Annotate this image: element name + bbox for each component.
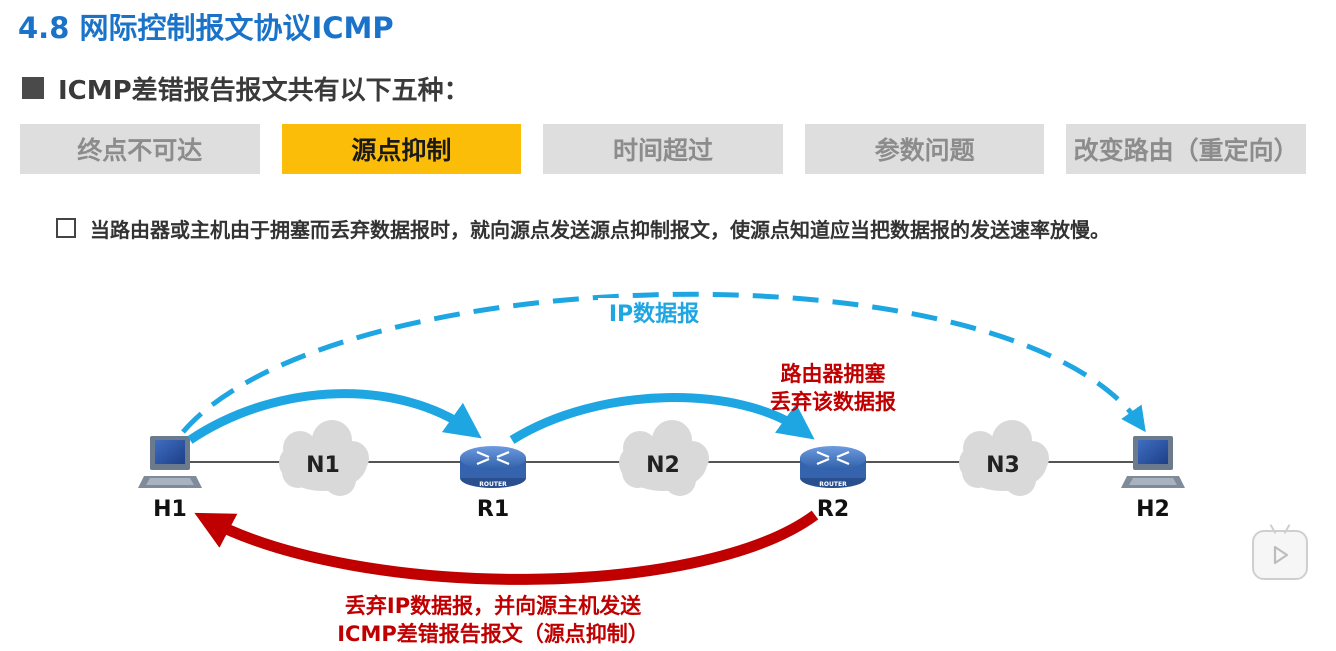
section-heading-text: ICMP差错报告报文共有以下五种： (58, 75, 470, 106)
return-label-line2: ICMP差错报告报文（源点抑制） (337, 622, 649, 646)
router-label-r1: R1 (477, 497, 509, 522)
host-label-h1: H1 (153, 497, 187, 522)
description-text: 当路由器或主机由于拥塞而丢弃数据报时，就向源点发送源点抑制报文，使源点知道应当把… (90, 217, 1110, 242)
router-arrows-icon (816, 450, 850, 466)
return-label-line1: 丢弃IP数据报，并向源主机发送 (345, 594, 642, 618)
source-quench-return-arrow (194, 510, 819, 585)
network-cloud-n1: N1 (279, 420, 369, 496)
tab-source-quench[interactable]: 源点抑制 (281, 124, 522, 174)
router-badge-r1: ROUTER (479, 481, 507, 488)
hop-arrow-r1-r2 (509, 393, 815, 444)
router-r2: ROUTER (800, 446, 866, 488)
section-heading: ICMP差错报告报文共有以下五种： (22, 70, 470, 106)
ip-datagram-path-arrow (181, 291, 1146, 434)
error-type-tabs: 终点不可达 源点抑制 时间超过 参数问题 改变路由（重定向） (20, 124, 1306, 174)
tab-parameter-problem[interactable]: 参数问题 (804, 124, 1045, 174)
congestion-label-line2: 丢弃该数据报 (770, 390, 896, 414)
host-computer-h1 (138, 436, 202, 488)
tab-redirect[interactable]: 改变路由（重定向） (1066, 124, 1306, 174)
checkbox-icon (56, 218, 76, 238)
host-computer-h2 (1121, 436, 1185, 488)
page-title: 4.8 网际控制报文协议ICMP (18, 11, 394, 45)
router-badge-r2: ROUTER (819, 481, 847, 488)
tab-time-exceeded[interactable]: 时间超过 (543, 124, 783, 174)
router-r1: ROUTER (460, 446, 526, 488)
ip-datagram-label-bg (598, 298, 710, 328)
network-label-n2: N2 (646, 453, 680, 478)
network-label-n3: N3 (986, 453, 1020, 478)
tab-destination-unreachable[interactable]: 终点不可达 (20, 124, 260, 174)
router-label-r2: R2 (817, 497, 849, 522)
network-label-n1: N1 (306, 453, 340, 478)
ip-datagram-label: IP数据报 (609, 301, 699, 327)
congestion-label-line1: 路由器拥塞 (781, 362, 887, 386)
square-bullet-icon (22, 77, 44, 99)
video-play-button[interactable] (1252, 530, 1308, 580)
play-icon (1273, 545, 1289, 565)
description: 当路由器或主机由于拥塞而丢弃数据报时，就向源点发送源点抑制报文，使源点知道应当把… (56, 210, 1110, 246)
router-arrows-icon (476, 450, 510, 466)
network-cloud-n2: N2 (619, 420, 709, 496)
network-cloud-n3: N3 (959, 420, 1049, 496)
host-label-h2: H2 (1136, 497, 1170, 522)
hop-arrow-h1-r1 (187, 389, 482, 444)
